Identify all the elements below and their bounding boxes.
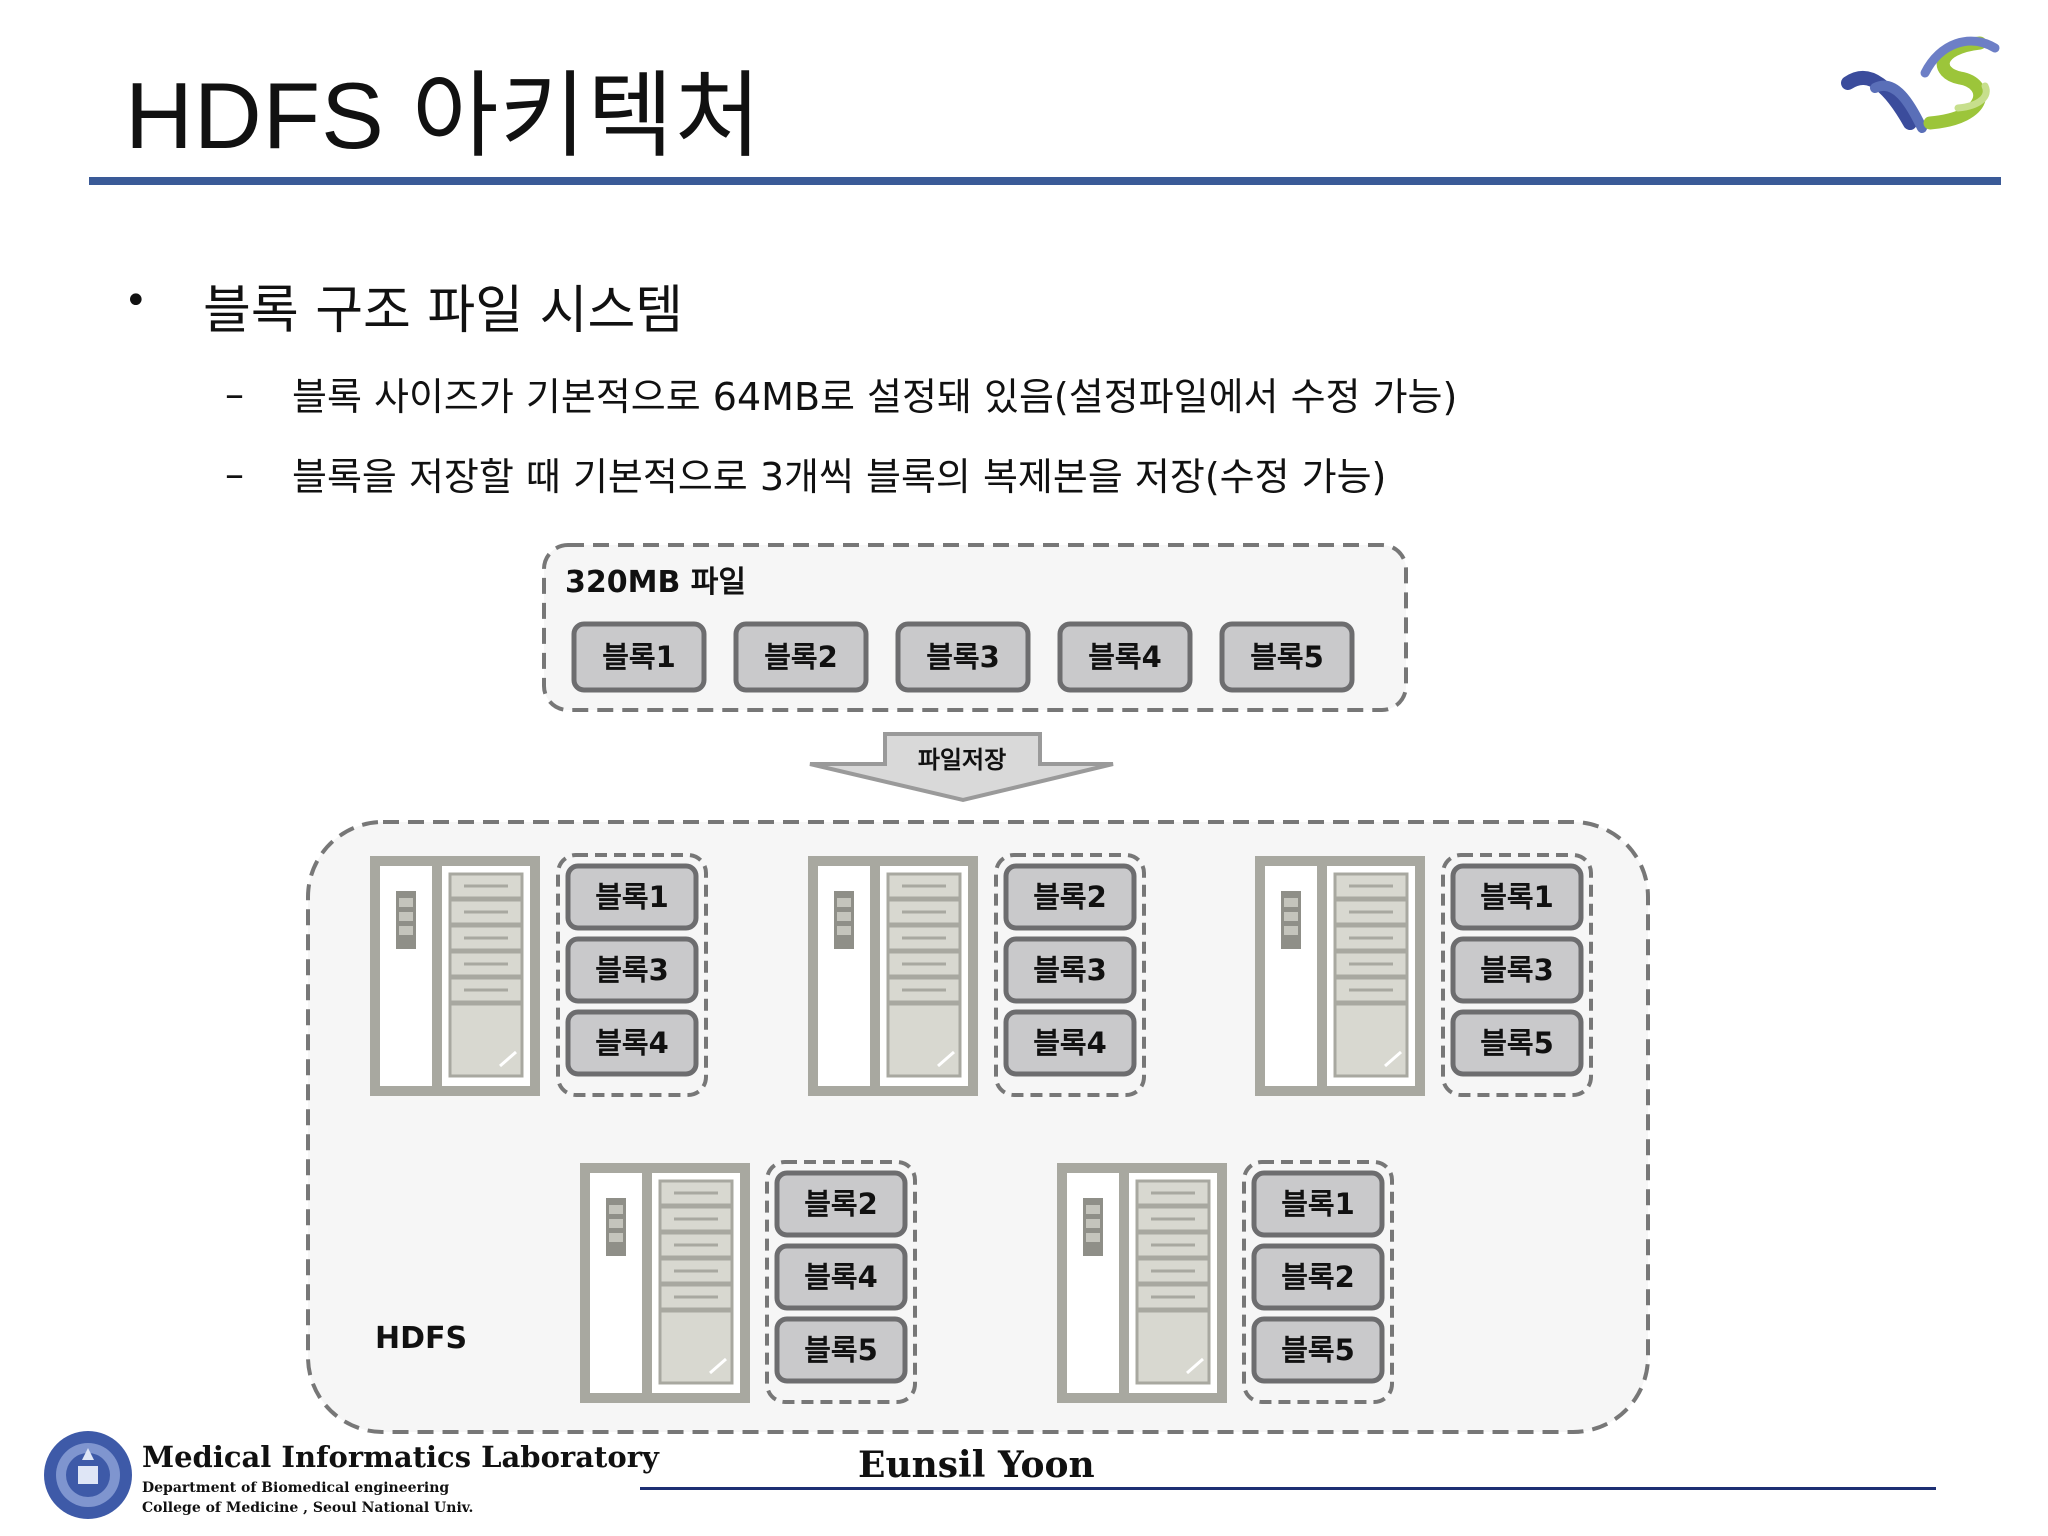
node-block-group	[1441, 853, 1593, 1097]
replica-block-label: 블록2	[1033, 880, 1107, 914]
bullet-text: 블록 구조 파일 시스템	[203, 281, 684, 341]
replica-block-label: 블록5	[804, 1333, 878, 1367]
server-icon	[578, 1161, 752, 1405]
replica-block-label: 블록2	[804, 1187, 878, 1221]
replica-block-label: 블록1	[595, 880, 669, 914]
replica-block: 블록3	[1450, 936, 1584, 1004]
file-block: 블록5	[1219, 621, 1355, 693]
slide-title: HDFS 아키텍처	[125, 63, 762, 168]
server-icon	[806, 854, 980, 1098]
department-name: Department of Biomedical engineering	[142, 1480, 450, 1496]
replica-block-label: 블록1	[1480, 880, 1554, 914]
cluster-label: HDFS	[375, 1321, 467, 1356]
replica-block: 블록5	[1251, 1316, 1385, 1384]
file-block: 블록1	[571, 621, 707, 693]
server-icon	[1055, 1161, 1229, 1405]
file-label: 320MB 파일	[565, 565, 746, 600]
replica-block: 블록4	[565, 1009, 699, 1077]
lab-name: Medical Informatics Laboratory	[142, 1440, 659, 1474]
data-node: 블록1 블록2 블록5	[1055, 1160, 1394, 1405]
file-block-label: 블록3	[926, 640, 1000, 674]
replica-block-label: 블록4	[804, 1260, 878, 1294]
data-node: 블록1 블록3 블록4	[368, 853, 708, 1098]
arrow-label: 파일저장	[918, 746, 1006, 774]
university-emblem-icon	[44, 1431, 132, 1519]
replica-block-label: 블록3	[1033, 953, 1107, 987]
footer-divider	[640, 1487, 1936, 1490]
replica-block-label: 블록3	[1480, 953, 1554, 987]
replica-block-label: 블록4	[1033, 1026, 1107, 1060]
store-arrow: 파일저장	[809, 732, 1114, 803]
replica-block: 블록1	[1450, 863, 1584, 931]
sub-bullet-marker: –	[225, 452, 244, 496]
replica-block: 블록5	[774, 1316, 908, 1384]
data-node: 블록2 블록3 블록4	[806, 853, 1146, 1098]
replica-block: 블록1	[1251, 1170, 1385, 1238]
replica-block: 블록3	[565, 936, 699, 1004]
file-block-label: 블록1	[602, 640, 676, 674]
replica-block-label: 블록1	[1281, 1187, 1355, 1221]
replica-block: 블록2	[1003, 863, 1137, 931]
file-block: 블록2	[733, 621, 869, 693]
title-divider	[89, 177, 2001, 185]
replica-block: 블록3	[1003, 936, 1137, 1004]
author-name: Eunsil Yoon	[858, 1444, 1095, 1486]
file-block: 블록3	[895, 621, 1031, 693]
replica-block: 블록5	[1450, 1009, 1584, 1077]
sub-bullet-text: 블록을 저장할 때 기본적으로 3개씩 블록의 복제본을 저장(수정 가능)	[292, 455, 1387, 499]
replica-block: 블록1	[565, 863, 699, 931]
replica-block: 블록4	[774, 1243, 908, 1311]
replica-block: 블록2	[774, 1170, 908, 1238]
file-block-label: 블록4	[1088, 640, 1162, 674]
data-node: 블록2 블록4 블록5	[578, 1160, 917, 1405]
node-block-group	[765, 1160, 917, 1404]
server-icon	[1253, 854, 1427, 1098]
sub-bullet-marker: –	[225, 372, 244, 416]
college-name: College of Medicine , Seoul National Uni…	[142, 1500, 474, 1516]
replica-block: 블록2	[1251, 1243, 1385, 1311]
file-blocks: 블록1 블록2 블록3 블록4 블록5	[571, 621, 1355, 693]
bullet-marker: •	[124, 278, 148, 324]
replica-block-label: 블록5	[1480, 1026, 1554, 1060]
node-block-group	[556, 853, 708, 1097]
data-node: 블록1 블록3 블록5	[1253, 853, 1593, 1098]
node-block-group	[1242, 1160, 1394, 1404]
replica-block-label: 블록2	[1281, 1260, 1355, 1294]
node-block-group	[994, 853, 1146, 1097]
file-block-label: 블록2	[764, 640, 838, 674]
replica-block-label: 블록4	[595, 1026, 669, 1060]
replica-block-label: 블록5	[1281, 1333, 1355, 1367]
file-block: 블록4	[1057, 621, 1193, 693]
replica-block-label: 블록3	[595, 953, 669, 987]
data-nodes: 블록1블록3블록4블록2블록3블록4블록1블록3블록5블록2블록4블록5블록1블…	[368, 853, 1593, 1405]
sub-bullet-text: 블록 사이즈가 기본적으로 64MB로 설정돼 있음(설정파일에서 수정 가능)	[292, 375, 1458, 419]
server-icon	[368, 854, 542, 1098]
replica-block: 블록4	[1003, 1009, 1137, 1077]
file-block-label: 블록5	[1250, 640, 1324, 674]
logo-icon	[1841, 36, 2000, 133]
